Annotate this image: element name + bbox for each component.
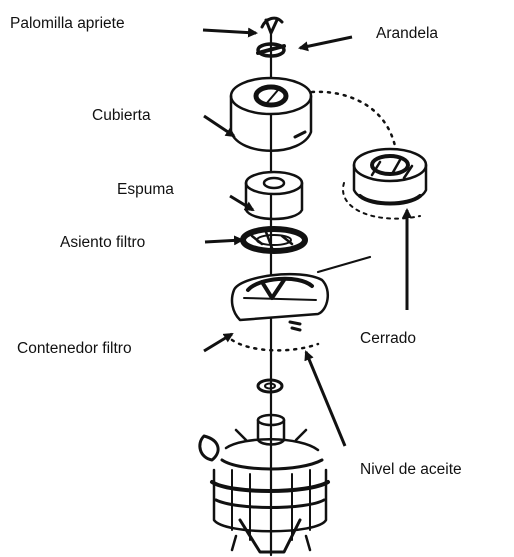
label-oil-level: Nivel de aceite: [360, 461, 462, 478]
label-wing-nut: Palomilla apriete: [10, 15, 125, 32]
label-closed: Cerrado: [360, 330, 416, 347]
arrow-wing-nut: [202, 27, 258, 38]
label-washer: Arandela: [376, 25, 439, 42]
base-body-part: [198, 413, 330, 554]
o-ring-part: [256, 378, 284, 394]
arrow-cover: [203, 114, 236, 138]
label-cover: Cubierta: [92, 107, 151, 124]
seat-to-assembly-line: [316, 255, 372, 274]
arrow-washer: [298, 35, 353, 52]
arrow-filter-seat: [204, 235, 244, 246]
closed-assembly-part: [342, 147, 428, 220]
label-filter-container: Contenedor filtro: [17, 340, 132, 357]
wing-nut-part: [260, 16, 284, 35]
assembly-dotted-path: [310, 90, 397, 148]
arrow-filter-container: [203, 332, 234, 353]
foam-part: [244, 170, 304, 221]
filter-seat-part: [240, 226, 308, 254]
label-foam: Espuma: [117, 181, 174, 198]
washer-part: [256, 42, 286, 58]
arrow-foam: [229, 194, 255, 212]
label-filter-seat: Asiento filtro: [60, 234, 146, 251]
arrow-oil-level: [304, 350, 347, 447]
filter-container-part: [230, 272, 330, 352]
